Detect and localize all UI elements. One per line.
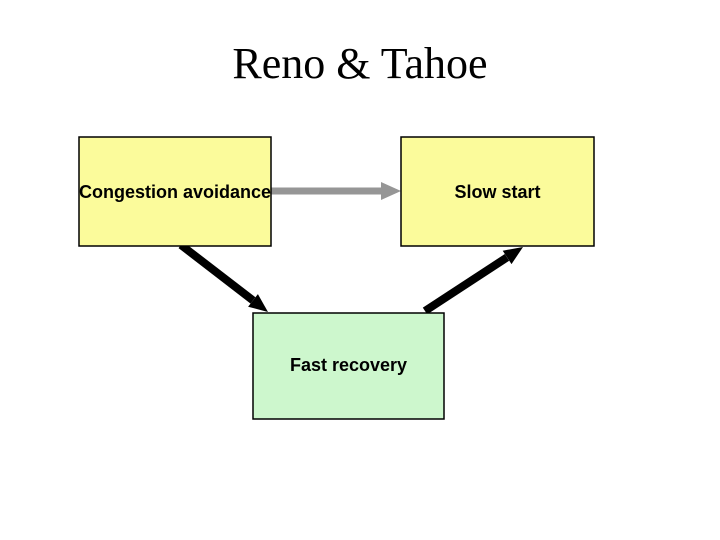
arrow-congestion-to-fast-shaft — [178, 241, 256, 304]
node-fast-recovery-box — [252, 312, 445, 420]
node-congestion-avoidance-box — [78, 136, 272, 247]
node-congestion-avoidance-label: Congestion avoidance — [79, 182, 271, 202]
arrow-fast-to-slow — [422, 247, 523, 315]
arrow-congestion-to-fast — [178, 241, 268, 312]
arrow-fast-to-slow-shaft — [422, 254, 510, 315]
node-slow-start-label: Slow start — [454, 182, 540, 202]
arrow-fast-to-slow-head-icon — [502, 247, 523, 265]
arrow-congestion-to-slow-head-icon — [381, 182, 401, 200]
node-fast-recovery: Fast recovery — [252, 312, 445, 420]
node-slow-start: Slow start — [400, 136, 595, 247]
arrow-congestion-to-fast-head-icon — [248, 294, 268, 312]
arrow-congestion-to-slow — [271, 182, 401, 200]
node-fast-recovery-label: Fast recovery — [290, 355, 407, 375]
slide-title: Reno & Tahoe — [232, 39, 488, 88]
node-slow-start-box — [400, 136, 595, 247]
node-congestion-avoidance: Congestion avoidance — [78, 136, 272, 247]
